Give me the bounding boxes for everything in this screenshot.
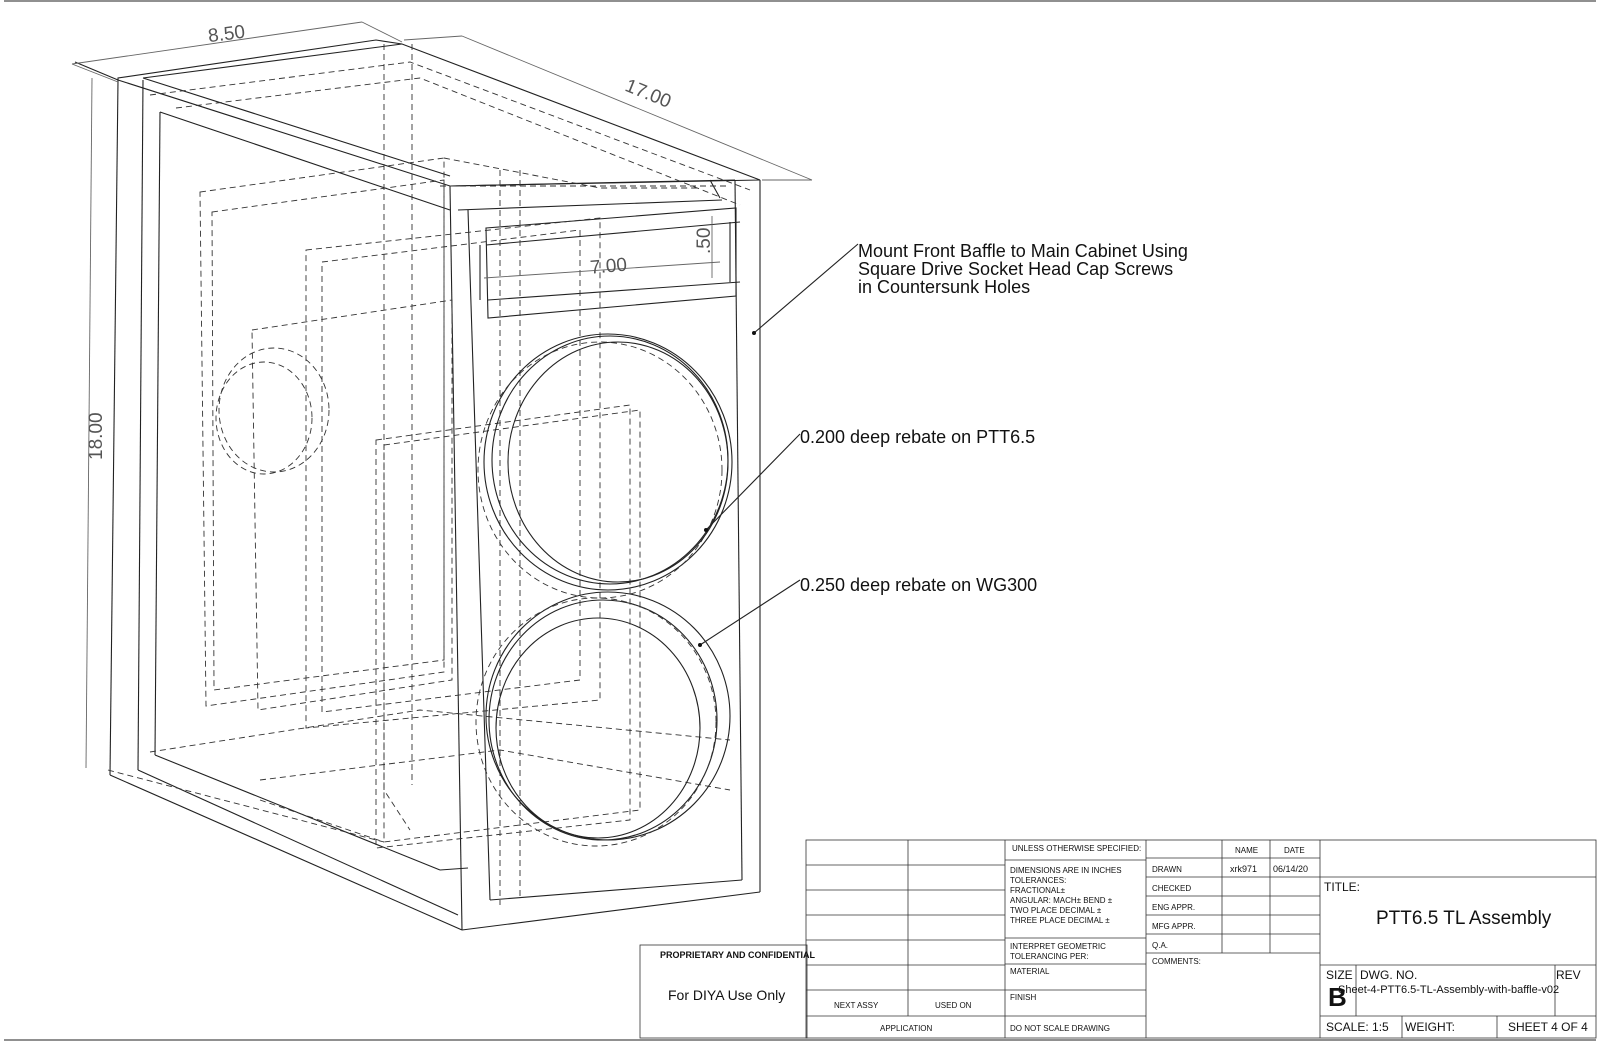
ptt65-driver-cutout <box>477 333 733 599</box>
dim-width-label: 8.50 <box>207 22 246 47</box>
used-on-label: USED ON <box>935 1001 972 1010</box>
weight-label: WEIGHT: <box>1405 1020 1455 1034</box>
dwg-no-value: Sheet-4-PTT6.5-TL-Assembly-with-baffle-v… <box>1338 984 1560 996</box>
dimension-height: 18.00 <box>85 77 107 769</box>
note-rebate-wg: 0.250 deep rebate on WG300 <box>800 575 1038 595</box>
scale-label: SCALE: 1:5 <box>1326 1020 1389 1034</box>
rev-label: REV <box>1556 968 1581 982</box>
tolerance-line-5: TWO PLACE DECIMAL ± <box>1010 906 1102 915</box>
comments-label: COMMENTS: <box>1152 957 1201 966</box>
note-rebate-ptt: 0.200 deep rebate on PTT6.5 <box>800 427 1036 447</box>
size-value: B <box>1328 982 1347 1012</box>
tolerance-line-6: THREE PLACE DECIMAL ± <box>1010 916 1110 925</box>
row-checked-label: CHECKED <box>1152 884 1192 893</box>
row-drawn-date: 06/14/20 <box>1273 864 1309 874</box>
dimension-slot: 7.00 .50 <box>483 216 721 279</box>
next-assy-label: NEXT ASSY <box>834 1001 879 1010</box>
do-not-scale-label: DO NOT SCALE DRAWING <box>1010 1024 1111 1033</box>
dimension-depth: 17.00 <box>403 35 813 181</box>
tolerance-line-1: DIMENSIONS ARE IN INCHES <box>1010 866 1122 875</box>
note-baffle-line-3: in Countersunk Holes <box>858 277 1031 297</box>
sheet-border <box>4 0 1596 1041</box>
top-port-slot <box>479 207 741 319</box>
row-drawn-name: xrk971 <box>1230 864 1258 874</box>
note-baffle-line-1: Mount Front Baffle to Main Cabinet Using <box>858 241 1188 261</box>
interpret-block: INTERPRET GEOMETRIC TOLERANCING PER: <box>1010 942 1106 962</box>
dim-slot-width-label: 7.00 <box>589 255 628 279</box>
use-note: For DIYA Use Only <box>668 987 786 1003</box>
tolerance-line-3: FRACTIONAL± <box>1010 886 1066 895</box>
drawing-title: PTT6.5 TL Assembly <box>1376 908 1552 929</box>
row-qa-label: Q.A. <box>1152 941 1169 950</box>
dim-depth-label: 17.00 <box>622 75 674 112</box>
dim-slot-height-label: .50 <box>694 228 715 254</box>
note-baffle-line-2: Square Drive Socket Head Cap Screws <box>858 259 1174 279</box>
application-label: APPLICATION <box>880 1024 933 1033</box>
interpret-line-1: INTERPRET GEOMETRIC <box>1010 942 1106 951</box>
dimension-width: 8.50 <box>71 21 403 83</box>
note-baffle-mount: Mount Front Baffle to Main Cabinet Using… <box>858 242 1188 296</box>
material-label: MATERIAL <box>1010 967 1050 976</box>
title-label: TITLE: <box>1324 880 1361 894</box>
title-block-grid <box>639 839 1597 1039</box>
row-mfg-appr-label: MFG APPR. <box>1152 922 1196 931</box>
dwg-no-label: DWG. NO. <box>1360 968 1418 982</box>
size-label: SIZE <box>1326 968 1353 982</box>
unless-specified-label: UNLESS OTHERWISE SPECIFIED: <box>1012 844 1142 853</box>
leader-lines <box>698 243 859 647</box>
proprietary-label: PROPRIETARY AND CONFIDENTIAL <box>660 950 816 960</box>
dim-height-label: 18.00 <box>86 412 107 460</box>
col-date-header: DATE <box>1284 846 1305 855</box>
internal-panels-hidden <box>107 44 751 905</box>
row-eng-appr-label: ENG APPR. <box>1152 903 1196 912</box>
tolerance-line-2: TOLERANCES: <box>1010 876 1067 885</box>
row-drawn-label: DRAWN <box>1152 865 1182 874</box>
wg300-waveguide-cutout <box>475 591 731 847</box>
interpret-line-2: TOLERANCING PER: <box>1010 952 1089 961</box>
finish-label: FINISH <box>1010 993 1037 1002</box>
tolerance-line-4: ANGULAR: MACH± BEND ± <box>1010 896 1113 905</box>
col-name-header: NAME <box>1235 846 1259 855</box>
cabinet-outline <box>74 39 761 931</box>
sheet-label: SHEET 4 OF 4 <box>1508 1020 1588 1034</box>
tolerance-block: DIMENSIONS ARE IN INCHES TOLERANCES: FRA… <box>1010 866 1122 926</box>
